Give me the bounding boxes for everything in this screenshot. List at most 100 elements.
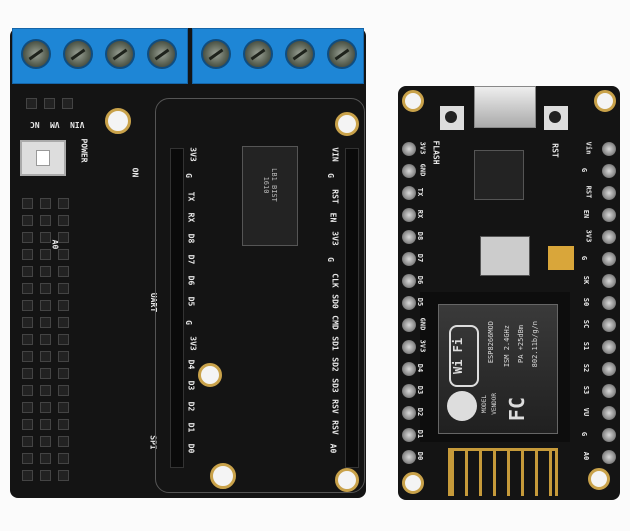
pin-label: RX [186, 212, 196, 223]
header-pin [602, 428, 616, 442]
header-pin [22, 266, 33, 277]
mount-hole [594, 90, 616, 112]
nodemcu-board: FLASH RST Wi Fi ESP8266MOD ISM 2.4GHz PA… [398, 86, 620, 500]
header-pin [602, 362, 616, 376]
wifi-logo: Wi Fi [449, 325, 479, 387]
pin-label: 3V3 [418, 339, 427, 353]
pin-label: D5 [416, 297, 425, 307]
header-pin [58, 351, 69, 362]
pin-label: VIN [330, 147, 340, 162]
header-pin [58, 334, 69, 345]
mount-hole [402, 472, 424, 494]
power-switch[interactable] [20, 140, 66, 176]
pin-label: D0 [186, 443, 196, 454]
header-pin [402, 164, 416, 178]
rst-label: RST [550, 143, 560, 158]
pcb-antenna [448, 448, 558, 496]
header-pin [22, 453, 33, 464]
header-pin [602, 208, 616, 222]
pin-label: TX [186, 191, 196, 202]
pin-label: D8 [416, 231, 425, 241]
header-pin [602, 252, 616, 266]
header-pin [602, 296, 616, 310]
header-pin [62, 98, 73, 109]
pin-label: RX [416, 209, 425, 219]
power-label: POWER [79, 138, 89, 163]
module-pa: PA +25dBm [517, 325, 525, 363]
pin-label: D1 [416, 429, 425, 439]
pin-label: D7 [416, 253, 425, 263]
header-pin [58, 368, 69, 379]
header-pin [602, 318, 616, 332]
pin-label: S1 [582, 341, 591, 351]
header-pin [40, 300, 51, 311]
vin-label: VIN [70, 120, 85, 129]
mount-hole [210, 463, 236, 489]
header-pin [58, 232, 69, 243]
pin-label: GND [418, 317, 427, 331]
header-pin [602, 186, 616, 200]
micro-usb-port[interactable] [474, 86, 536, 128]
flash-label: FLASH [431, 140, 441, 165]
header-pin [58, 198, 69, 209]
header-pin [602, 164, 616, 178]
espressif-logo [447, 391, 477, 421]
header-pin [58, 317, 69, 328]
header-pin [40, 334, 51, 345]
pin-label: G [580, 255, 589, 261]
pin-label: 3V3 [584, 229, 593, 243]
pin-label: D3 [416, 385, 425, 395]
pin-label: G [183, 173, 193, 178]
esp8266-module: Wi Fi ESP8266MOD ISM 2.4GHz PA +25dBm 80… [420, 292, 570, 442]
header-pin [26, 98, 37, 109]
header-pin [22, 283, 33, 294]
pin-label: EN [582, 209, 591, 219]
header-pin [40, 198, 51, 209]
header-pin [402, 186, 416, 200]
usb-uart-chip [474, 150, 524, 200]
pin-label: G [183, 320, 193, 325]
header-pin [58, 385, 69, 396]
rst-button[interactable] [544, 106, 568, 130]
header-pin [40, 215, 51, 226]
pin-label: D6 [416, 275, 425, 285]
header-pin [22, 232, 33, 243]
pin-label: A0 [328, 443, 338, 454]
nc-label: NC [30, 120, 40, 129]
flash-button[interactable] [440, 106, 464, 130]
header-pin [22, 249, 33, 260]
header-pin [602, 230, 616, 244]
header-pin [40, 249, 51, 260]
header-pin [22, 215, 33, 226]
pin-label: 3V3 [188, 147, 198, 162]
pin-label: SD1 [330, 336, 340, 351]
header-pin [40, 266, 51, 277]
header-pin [58, 283, 69, 294]
pin-label: SK [582, 275, 591, 285]
pin-label: SD2 [330, 357, 340, 372]
pin-label: G [580, 431, 589, 437]
pin-label: 3V3 [418, 141, 427, 155]
module-ism: ISM 2.4GHz [503, 325, 511, 368]
capacitor [548, 246, 574, 270]
pin-label: S0 [582, 297, 591, 307]
header-pin [40, 419, 51, 430]
header-pin [58, 249, 69, 260]
fc-mark: FC [505, 397, 529, 422]
voltage-regulator [480, 236, 530, 276]
header-pin [402, 142, 416, 156]
pin-label: Vin [584, 141, 593, 155]
chip-text: LB1 BIST 1610 [262, 168, 278, 202]
vm-label: VM [50, 120, 60, 129]
model-label: MODEL [481, 395, 488, 414]
header-pin [22, 368, 33, 379]
on-label: ON [130, 167, 140, 178]
socket-left [170, 148, 184, 468]
header-pin [40, 385, 51, 396]
header-pin [22, 436, 33, 447]
header-pin [402, 450, 416, 464]
socket-outline [155, 98, 365, 493]
pin-label: TX [416, 187, 425, 197]
pin-label: EN [328, 212, 338, 223]
header-pin [602, 384, 616, 398]
